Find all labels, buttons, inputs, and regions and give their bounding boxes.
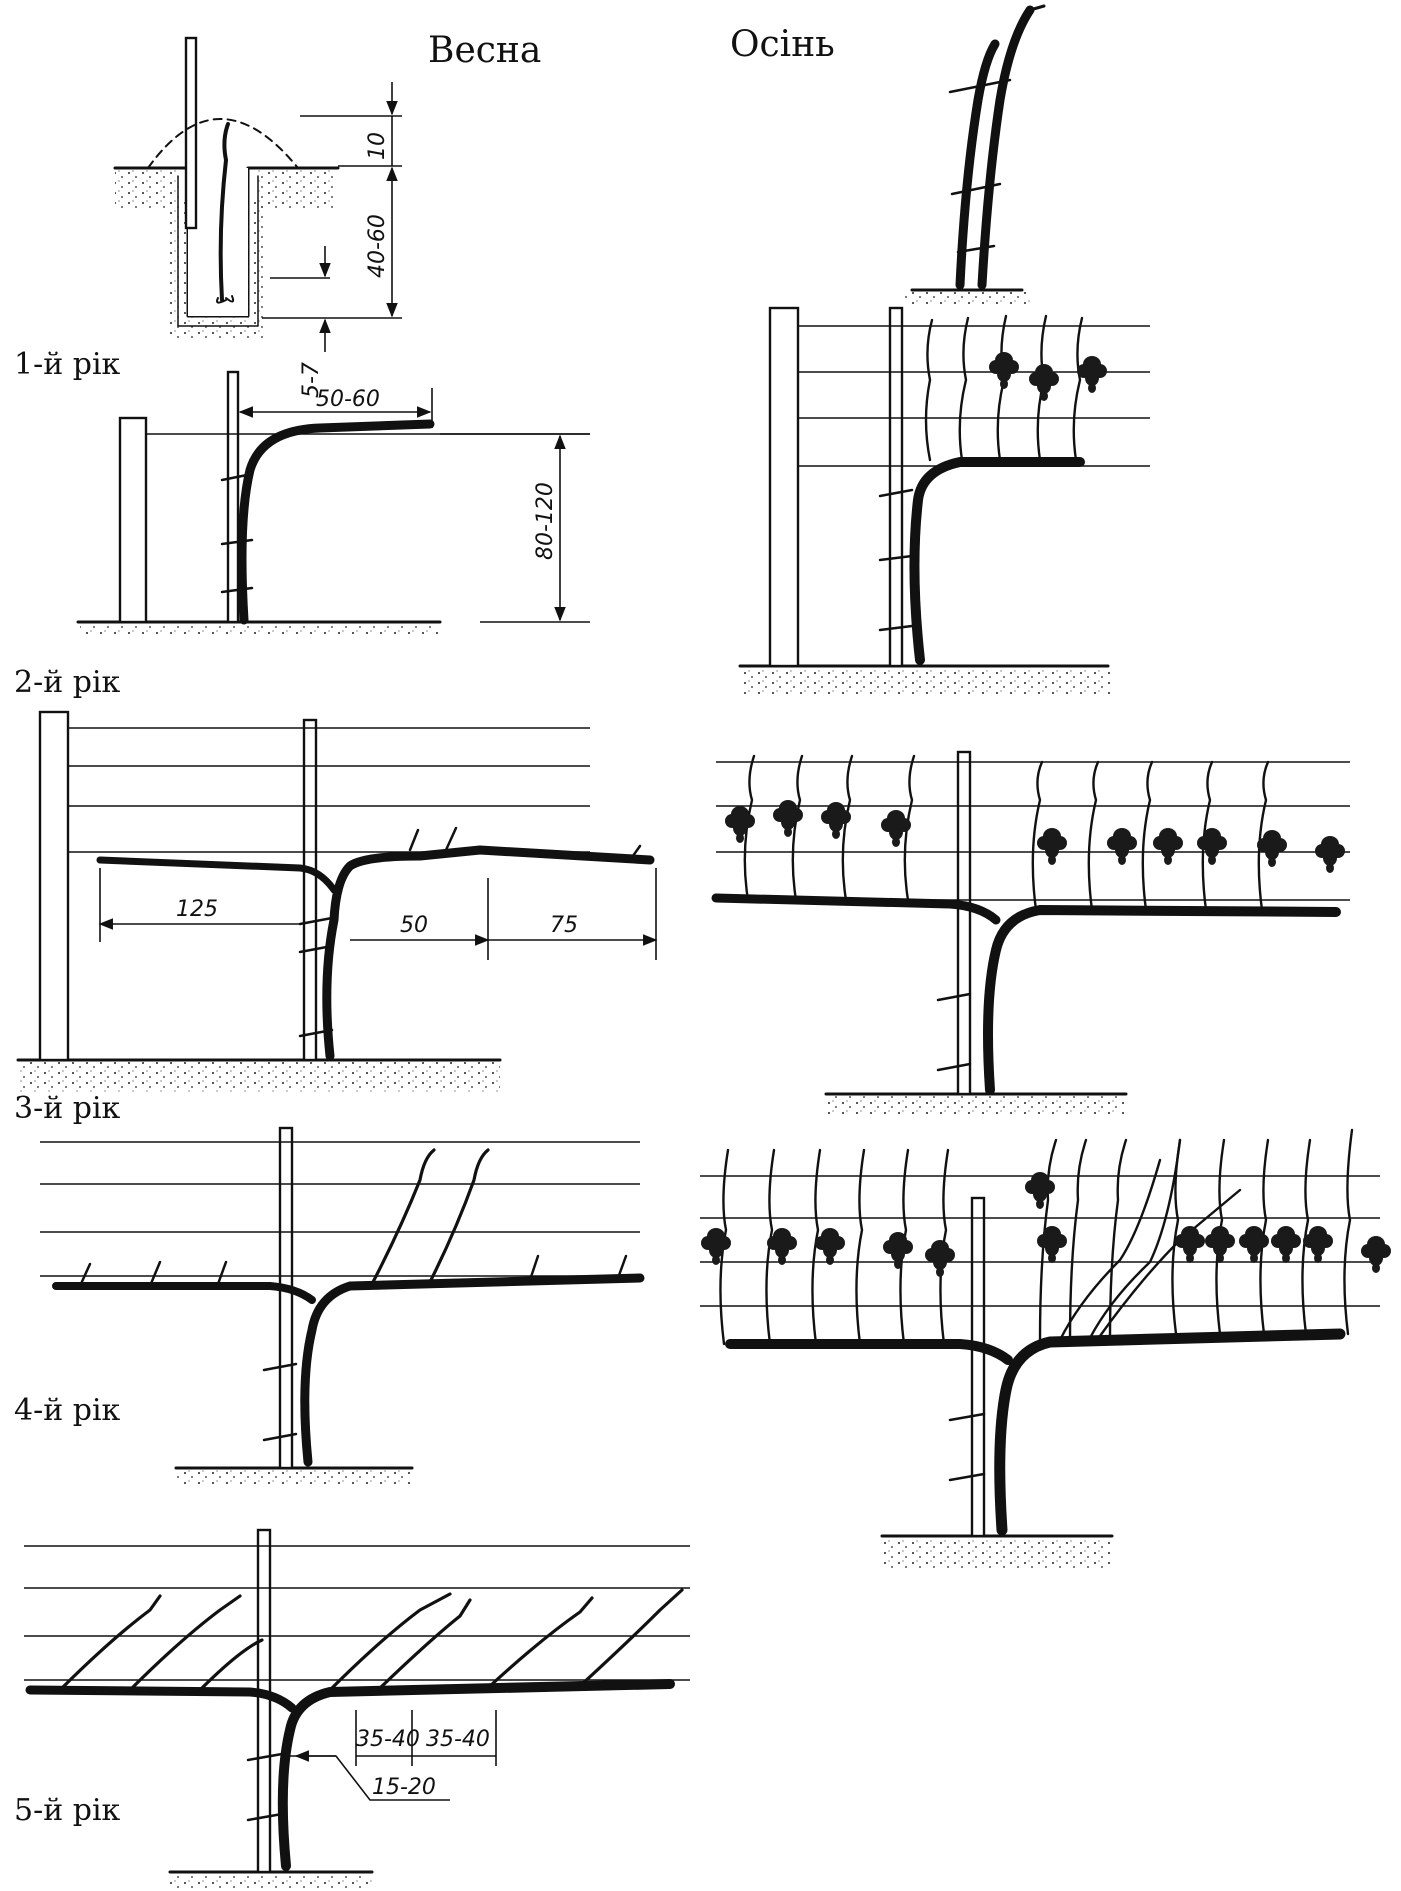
dim-50: 50 (400, 913, 428, 938)
year-label-3: 3-й рік (14, 1091, 121, 1126)
dim-40-60: 40-60 (365, 214, 390, 278)
dim-35-40-a: 35-40 (356, 1727, 420, 1752)
dim-5-7: 5-7 (299, 362, 324, 398)
year2-spring-vine: 50-60 80-120 (76, 370, 590, 636)
year-label-2: 2-й рік (14, 665, 121, 700)
year5-spring-vine: 35-40 35-40 15-20 (24, 1528, 690, 1888)
year1-autumn-seedling (905, 4, 1046, 306)
dim-50-60: 50-60 (316, 387, 380, 412)
dim-35-40-b: 35-40 (426, 1727, 490, 1752)
heading-spring: Весна (428, 30, 541, 71)
year-label-4: 4-й рік (14, 1393, 121, 1428)
year1-spring-planting: 10 40-60 5-7 (113, 36, 402, 398)
year2-autumn-vine (738, 306, 1150, 694)
year3-autumn-vine (711, 750, 1350, 1114)
dim-80-120: 80-120 (533, 482, 558, 560)
year-label-5: 5-й рік (14, 1793, 121, 1828)
year-label-1: 1-й рік (14, 347, 121, 382)
dim-75: 75 (550, 913, 578, 938)
dim-15-20: 15-20 (372, 1775, 436, 1800)
dim-125: 125 (176, 897, 218, 922)
dim-10: 10 (365, 132, 390, 160)
heading-autumn: Осінь (730, 24, 835, 65)
year4-spring-vine (40, 1126, 645, 1486)
year3-spring-vine: 125 50 75 (16, 710, 658, 1092)
year4-autumn-vine (700, 1128, 1391, 1568)
